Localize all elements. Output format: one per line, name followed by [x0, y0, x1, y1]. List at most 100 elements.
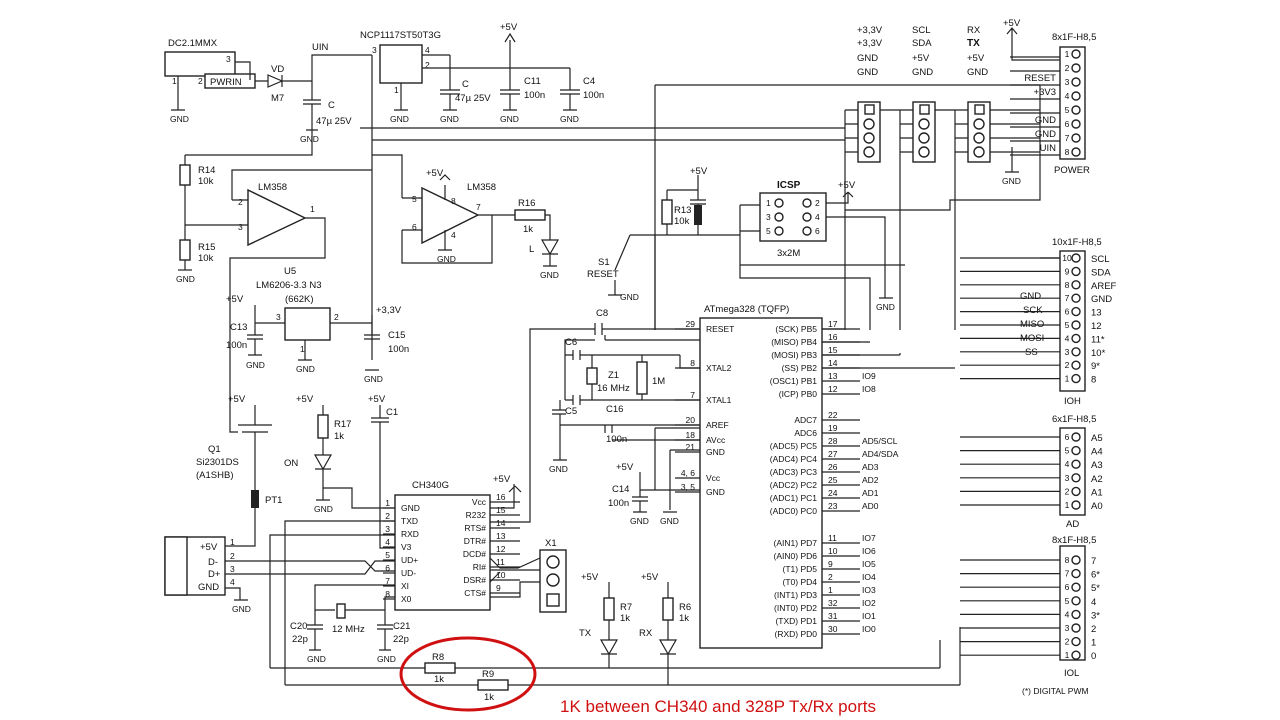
- mcu-pin-net: AD4/SDA: [862, 449, 899, 459]
- iol-pin-num: 8: [1065, 555, 1070, 565]
- q1-marking: (A1SHB): [196, 470, 233, 481]
- c11-ref: C11: [524, 76, 541, 87]
- ioh-pin-num: 1: [1065, 374, 1070, 384]
- svg-text:GND: GND: [246, 360, 265, 370]
- ch340-pin-name: RI#: [473, 562, 487, 572]
- mcu-pin-name: (AIN1) PD7: [774, 538, 818, 548]
- iol-pin-num: 4: [1065, 609, 1070, 619]
- r14: [179, 164, 191, 186]
- mcu-pin-num: 9: [828, 559, 833, 569]
- opamp2-pin4: 4: [451, 230, 456, 240]
- iol-pin-hole: [1071, 609, 1081, 620]
- u5-marking: (662K): [285, 294, 314, 305]
- svg-text:+5V: +5V: [912, 53, 930, 64]
- mcu-pin-num: 15: [828, 345, 838, 355]
- ad-pin-label: A5: [1091, 433, 1103, 444]
- iol-pin-label: 6*: [1091, 570, 1100, 581]
- mcu-pin-num: 8: [690, 358, 695, 368]
- svg-text:SDA: SDA: [912, 38, 932, 49]
- svg-text:+3,3V: +3,3V: [857, 38, 883, 49]
- ad-header: [1059, 427, 1086, 516]
- c11-value: 100n: [524, 90, 545, 101]
- svg-text:SCK: SCK: [1023, 305, 1043, 316]
- svg-text:+3,3V: +3,3V: [857, 25, 883, 36]
- mcu-pin-num: 4, 6: [681, 468, 695, 478]
- ad-pin-num: 5: [1065, 446, 1070, 456]
- mcu-pin-name: (RXD) PD0: [774, 629, 817, 639]
- c5-ref: C5: [565, 406, 577, 417]
- x1-ref: X1: [545, 538, 557, 549]
- iol-pin-hole: [1071, 582, 1081, 592]
- power-input-section: DC2.1MMX PWRIN 3 2 1 VD M7 UIN C 47µ 25V: [164, 38, 372, 130]
- ioh-part: 10x1F-H8,5: [1052, 237, 1102, 248]
- ch340-pin-num: 1: [385, 498, 390, 508]
- u5-rail: +3,3V: [376, 305, 402, 316]
- usb-pin-5v: +5V: [200, 542, 218, 553]
- reset-diode: [694, 205, 702, 225]
- power-pin-hole: [1071, 49, 1081, 59]
- highlight-circle: [399, 636, 537, 712]
- c4-value: 100n: [583, 90, 604, 101]
- ioh-pin-label: SDA: [1091, 267, 1111, 278]
- opamp1-triangle: [247, 188, 307, 247]
- svg-text:4: 4: [815, 212, 820, 222]
- ad-pin-num: 6: [1065, 432, 1070, 442]
- series-resistors-section: R8 1k R9 1k: [270, 636, 960, 712]
- r7: [603, 597, 615, 621]
- svg-text:+5V: +5V: [641, 572, 659, 583]
- ioh-pin-num: 3: [1065, 347, 1070, 357]
- mcu-pin-name: (OSC1) PB1: [770, 376, 818, 386]
- r16: [514, 209, 546, 221]
- svg-text:GND: GND: [232, 604, 251, 614]
- mcu-pin-num: 16: [828, 332, 838, 342]
- ioh-pin-hole: [1071, 280, 1081, 290]
- mcu-pin-num: 14: [828, 358, 838, 368]
- ncp-pin2: 2: [425, 60, 430, 70]
- power-pin-label: GND: [1035, 115, 1056, 126]
- svg-text:GND: GND: [377, 654, 396, 664]
- mcu-pin-num: 20: [686, 415, 696, 425]
- ioh-pin-label: SCL: [1091, 254, 1109, 265]
- c1-ref: C1: [386, 407, 398, 418]
- c21-ref: C21: [393, 621, 410, 632]
- iol-pin-hole: [1071, 623, 1081, 633]
- ad-ref: AD: [1066, 519, 1079, 530]
- opamp2-pin5: 5: [412, 194, 417, 204]
- iol-pin-hole: [1071, 650, 1081, 660]
- power-pin-label: +3V3: [1034, 87, 1056, 98]
- svg-text:2: 2: [815, 198, 820, 208]
- ch340-name: CH340G: [412, 480, 449, 491]
- svg-text:GND: GND: [1002, 176, 1021, 186]
- c13-ref: C13: [230, 322, 247, 333]
- mcu-pin-name: (ADC3) PC3: [770, 467, 818, 477]
- iol-pin-hole: [1071, 568, 1081, 579]
- ch340-pin-name: R232: [466, 510, 487, 520]
- svg-text:6: 6: [815, 226, 820, 236]
- svg-text:MISO: MISO: [1020, 319, 1044, 330]
- ch340-pin-name: XI: [401, 581, 409, 591]
- svg-text:GND: GND: [364, 374, 383, 384]
- r15: [179, 239, 191, 261]
- r9-ref: R9: [482, 669, 494, 680]
- ioh-pin-hole: [1071, 333, 1081, 344]
- ad-pin-hole: [1071, 500, 1081, 510]
- svg-text:GND: GND: [967, 67, 988, 78]
- ch340-pin-num: 12: [496, 544, 506, 554]
- ncp1117-part: NCP1117ST50T3G: [360, 30, 441, 41]
- ioh-pin-label: 9*: [1091, 361, 1100, 372]
- ch340-crystal: [336, 603, 346, 619]
- r14-value: 10k: [198, 176, 214, 187]
- mcu-pin-name: XTAL2: [706, 363, 732, 373]
- svg-text:GND: GND: [620, 292, 639, 302]
- c16-ref: C16: [606, 404, 623, 415]
- fuse-pt1: [251, 490, 259, 508]
- mcu-pin-name: (SCK) PB5: [775, 324, 817, 334]
- ch340-pin-num: 16: [496, 492, 506, 502]
- iol-pin-label: 7: [1091, 556, 1096, 567]
- iol-pin-num: 6: [1065, 582, 1070, 592]
- ch340-pin-num: 7: [385, 576, 390, 586]
